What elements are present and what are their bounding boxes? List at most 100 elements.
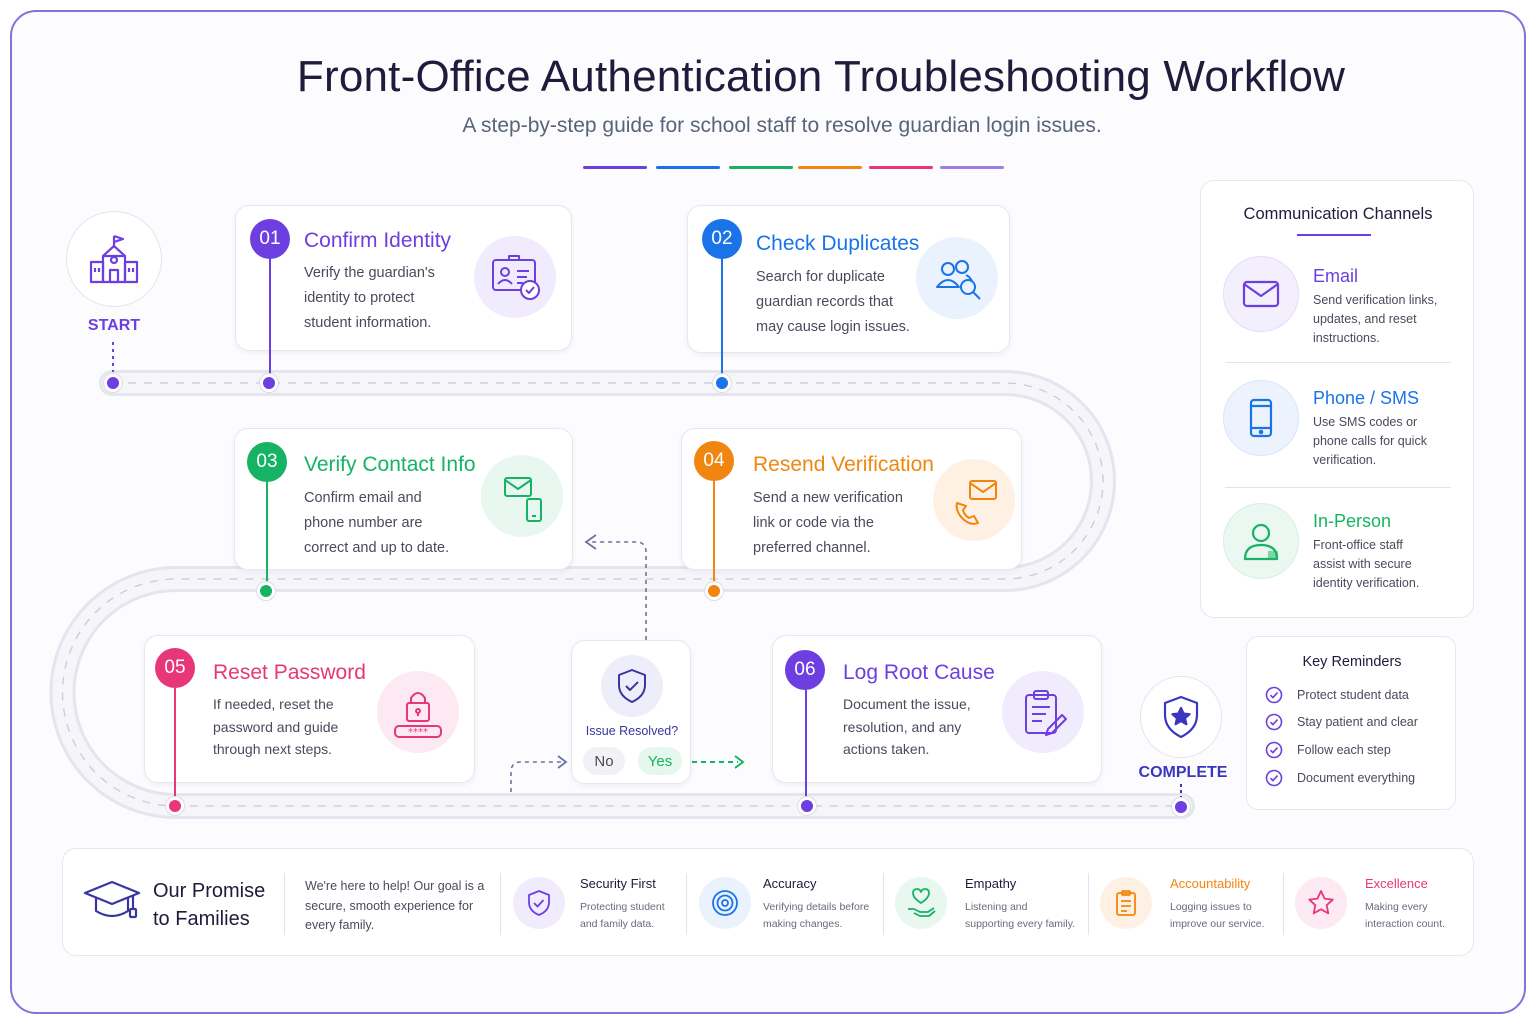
decision-yes-button[interactable]: Yes (638, 747, 682, 775)
value-icon-circle (513, 877, 565, 929)
channel-phone-icon-circle (1223, 380, 1299, 456)
footer-divider (1088, 873, 1089, 935)
decision-icon-circle (601, 655, 663, 717)
channel-phone-description: Use SMS codes or phone calls for quick v… (1313, 415, 1427, 467)
footer-divider (883, 873, 884, 935)
footer-divider (686, 873, 687, 935)
decision-card: Issue Resolved? No Yes (571, 640, 691, 784)
step-title: Log Root Cause (843, 661, 995, 684)
mail-phone-icon (504, 477, 542, 522)
channel-email-icon-circle (1223, 256, 1299, 332)
graduation-cap-icon (83, 880, 141, 919)
step-description: Verify the guardian's identity to protec… (304, 265, 435, 331)
decision-question: Issue Resolved? (585, 724, 679, 738)
step-icon-circle (481, 455, 563, 537)
mail-call-icon (955, 480, 997, 525)
check-circle-icon (1265, 686, 1283, 704)
reminder-item: Document everything (1265, 769, 1415, 787)
road-node-complete (1172, 798, 1190, 816)
channel-email-title: Email (1313, 266, 1359, 286)
step-title: Resend Verification (753, 453, 934, 476)
page-subtitle: A step-by-step guide for school staff to… (462, 114, 1102, 137)
channel-in-person-description: Front-office staff assist with secure id… (1313, 538, 1420, 590)
road-node-step-06 (798, 797, 816, 815)
channel-in-person-title: In-Person (1313, 511, 1392, 531)
target-icon (712, 890, 738, 916)
step-icon-circle: **** (377, 671, 459, 753)
step-number-badge: 06 (785, 650, 825, 690)
footer-divider (500, 873, 501, 935)
decision-no-button[interactable]: No (583, 747, 625, 775)
channel-in-person-icon-circle (1223, 503, 1299, 579)
value-title: Accountability (1170, 876, 1251, 891)
channel-divider (1225, 362, 1451, 363)
accent-bar-green (729, 166, 793, 169)
shield-check-icon (618, 669, 646, 703)
value-icon-circle (895, 877, 947, 929)
reminder-item: Stay patient and clear (1265, 713, 1418, 731)
step-number-badge: 04 (694, 441, 734, 481)
channels-title: Communication Channels (1243, 205, 1433, 223)
promise-footer: Our Promise to Families We're here to he… (62, 848, 1474, 956)
value-title: Empathy (965, 876, 1017, 891)
footer-divider (1283, 873, 1284, 935)
reminder-text: Document everything (1297, 771, 1416, 785)
clipboard-list-icon (1116, 890, 1136, 916)
reminders-title: Key Reminders (1302, 654, 1402, 670)
school-icon (89, 234, 139, 284)
reminder-item: Follow each step (1265, 741, 1391, 759)
users-search-icon (936, 260, 981, 300)
complete-badge (1140, 676, 1222, 758)
reminder-text: Protect student data (1297, 688, 1409, 702)
accent-bar-orange (798, 166, 862, 169)
accent-bar-blue (656, 166, 720, 169)
step-connector (269, 257, 271, 375)
value-description: Listening and supporting every family. (965, 901, 1076, 930)
step-connector (721, 257, 723, 375)
value-description: Making every interaction count. (1365, 901, 1445, 930)
step-description: If needed, reset the password and guide … (213, 696, 339, 757)
clipboard-edit-icon (1025, 690, 1067, 736)
step-connector (713, 480, 715, 585)
lock-password-icon: **** (394, 692, 442, 738)
id-card-check-icon (492, 255, 540, 300)
promise-title: Our Promise to Families (153, 880, 266, 930)
step-number-badge: 05 (155, 648, 195, 688)
value-description: Verifying details before making changes. (763, 901, 870, 930)
step-icon-circle (1002, 671, 1084, 753)
accent-bar-lavender (940, 166, 1004, 169)
value-description: Protecting student and family data. (580, 901, 665, 930)
step-description: Search for duplicate guardian records th… (756, 269, 910, 335)
value-description: Logging issues to improve our service. (1170, 901, 1265, 930)
road-node-step-03 (257, 582, 275, 600)
step-title: Check Duplicates (756, 232, 920, 255)
envelope-icon (1242, 280, 1280, 308)
step-number-badge: 02 (702, 219, 742, 259)
step-description: Document the issue, resolution, and any … (843, 696, 971, 757)
start-label: START (87, 317, 141, 334)
channel-phone-title: Phone / SMS (1313, 388, 1420, 408)
step-connector (174, 688, 176, 798)
step-icon-circle (916, 237, 998, 319)
check-circle-icon (1265, 713, 1283, 731)
footer-divider (284, 873, 285, 935)
value-title: Security First (580, 876, 656, 891)
promise-description: We're here to help! Our goal is a secure… (305, 879, 485, 932)
accent-bar-purple (583, 166, 647, 169)
smartphone-icon (1249, 398, 1273, 438)
channels-title-underline (1297, 234, 1371, 236)
accent-bar-pink (869, 166, 933, 169)
step-number-badge: 01 (250, 219, 290, 259)
check-circle-icon (1265, 769, 1283, 787)
step-description: Send a new verification link or code via… (753, 490, 903, 556)
reminder-text: Stay patient and clear (1297, 715, 1418, 729)
complete-label: COMPLETE (1138, 764, 1228, 781)
communication-channels-panel: Communication Channels Email Send verifi… (1200, 180, 1474, 618)
step-icon-circle (474, 236, 556, 318)
page-title: Front-Office Authentication Troubleshoot… (296, 52, 1346, 101)
shield-star-icon (1163, 695, 1199, 739)
step-title: Reset Password (213, 661, 366, 684)
step-connector (266, 480, 268, 585)
svg-text:****: **** (408, 727, 428, 738)
star-icon (1308, 890, 1334, 915)
